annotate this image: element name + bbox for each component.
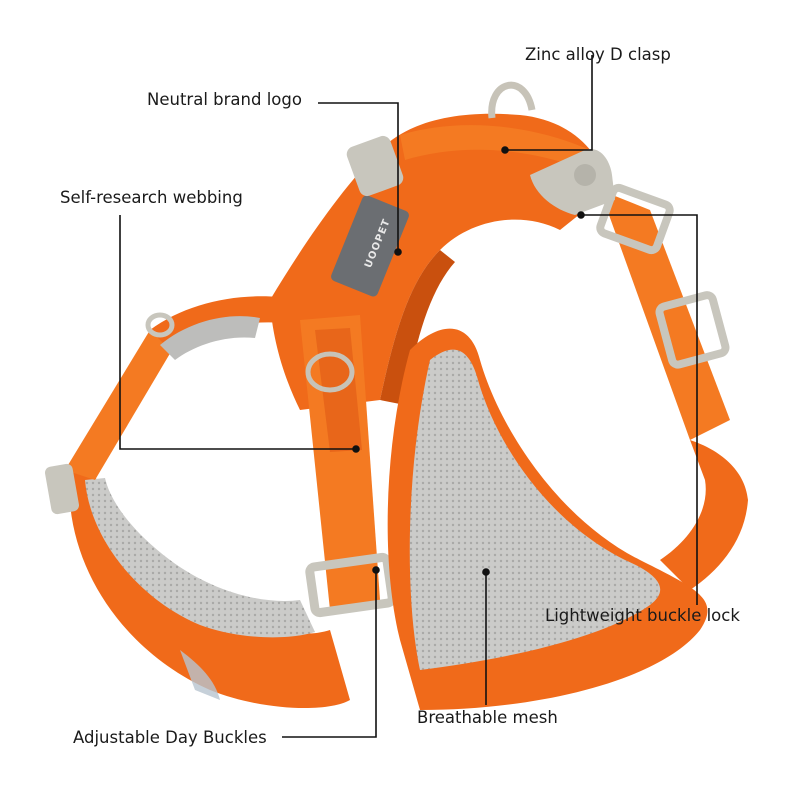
label-buckle-lock: Lightweight buckle lock xyxy=(545,606,740,625)
label-brand-logo: Neutral brand logo xyxy=(147,90,302,109)
label-mesh: Breathable mesh xyxy=(417,708,558,727)
callout-line-d-clasp xyxy=(505,55,593,151)
brand-tag xyxy=(331,195,409,297)
callout-line-brand-logo xyxy=(318,102,399,252)
right-strap xyxy=(596,183,748,590)
label-webbing: Self-research webbing xyxy=(60,188,243,207)
label-d-clasp: Zinc alloy D clasp xyxy=(525,45,671,64)
callout-line-buckle-lock xyxy=(581,214,698,605)
callout-lines xyxy=(119,55,698,738)
callout-line-webbing xyxy=(119,215,356,450)
callout-line-day-buckles xyxy=(282,570,377,738)
mesh-panel xyxy=(387,328,708,710)
label-day-buckles: Adjustable Day Buckles xyxy=(73,728,267,747)
left-straps xyxy=(44,296,305,515)
side-buckle xyxy=(346,135,615,215)
left-chest-loop xyxy=(69,470,350,709)
front-strap xyxy=(300,315,397,618)
d-ring xyxy=(488,81,536,119)
